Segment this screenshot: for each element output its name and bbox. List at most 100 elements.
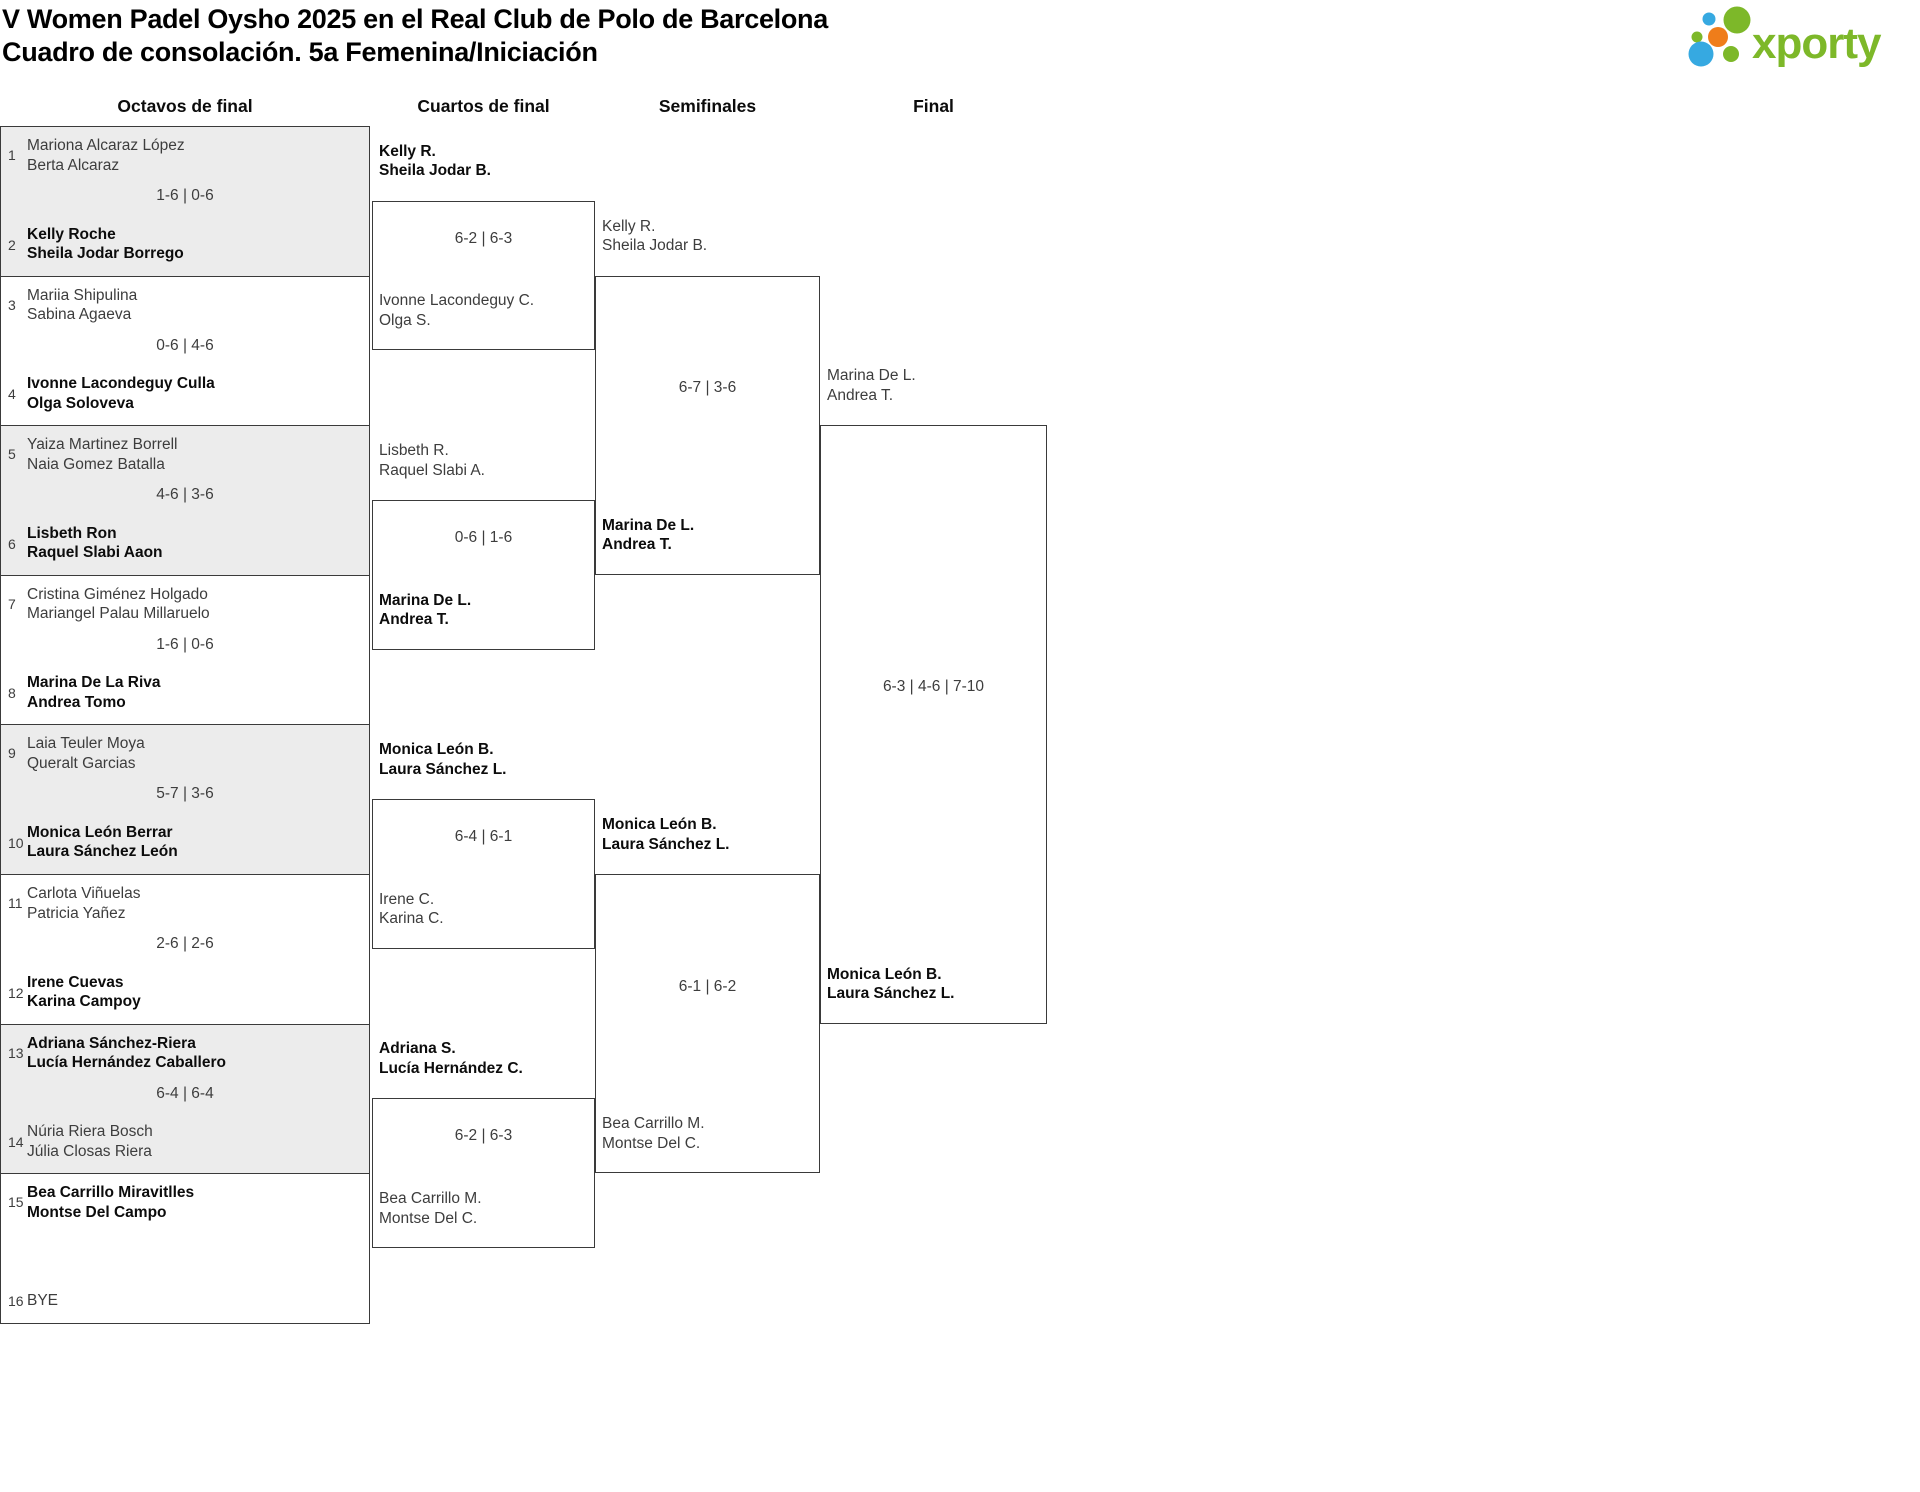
r16-team-15: Bea Carrillo Miravitlles Montse Del Camp… <box>27 1183 194 1222</box>
team-name-line: Raquel Slabi Aaon <box>27 544 163 562</box>
team-name-line: Lucía Hernández Caballero <box>27 1054 226 1072</box>
r16-team-14: Núria Riera Bosch Júlia Closas Riera <box>27 1122 153 1161</box>
team-name-line: Monica León B. <box>379 741 494 759</box>
r16-seed-4: 4 <box>8 386 16 403</box>
qf-match-2-box <box>372 500 595 650</box>
team-name-line: Andrea T. <box>602 536 672 554</box>
team-name-line: Marina De L. <box>827 367 916 385</box>
qf1-top-team: Kelly R. Sheila Jodar B. <box>379 142 491 181</box>
r16-m8-score <box>1 1234 369 1254</box>
team-name-line: Sheila Jodar B. <box>379 162 491 180</box>
qf1-bottom-team: Ivonne Lacondeguy C. Olga S. <box>379 291 534 330</box>
r16-seed-11: 11 <box>8 895 23 911</box>
r16-seed-10: 10 <box>8 834 24 851</box>
r16-team-4: Ivonne Lacondeguy Culla Olga Soloveva <box>27 374 215 413</box>
team-name-line: Irene C. <box>379 890 435 908</box>
team-name-line: Monica León B. <box>827 965 942 983</box>
r16-seed-13: 13 <box>8 1044 24 1061</box>
team-name-line: Mariona Alcaraz López <box>27 137 185 154</box>
r16-seed-9: 9 <box>8 745 16 762</box>
team-name-line: Adriana Sánchez-Riera <box>27 1034 196 1052</box>
team-name-line: Yaiza Martinez Borrell <box>27 436 178 454</box>
team-name-line: Núria Riera Bosch <box>27 1123 153 1141</box>
team-name-line: Olga Soloveva <box>27 394 134 412</box>
r16-seed-2: 2 <box>8 236 16 253</box>
team-name-line: Bea Carrillo M. <box>602 1115 705 1133</box>
r16-seed-6: 6 <box>8 535 16 552</box>
team-name-line: Karina Campoy <box>27 993 141 1011</box>
team-name-line: Kelly Roche <box>27 225 116 243</box>
r16-match-8: 15 Bea Carrillo Miravitlles Montse Del C… <box>0 1173 370 1324</box>
r16-seed-14: 14 <box>8 1134 24 1151</box>
r16-team-10: Monica León Berrar Laura Sánchez León <box>27 823 178 862</box>
qf3-score: 6-4 | 6-1 <box>454 828 513 845</box>
final-match-box <box>820 425 1047 1024</box>
qf4-bottom-team: Bea Carrillo M. Montse Del C. <box>379 1189 482 1228</box>
team-name-line: Carlota Viñuelas <box>27 885 141 902</box>
r16-team-11: Carlota Viñuelas Patricia Yañez <box>27 884 140 923</box>
xporty-logo[interactable]: xporty <box>1686 2 1916 78</box>
team-name-line: Irene Cuevas <box>27 973 124 991</box>
r16-team-5: Yaiza Martinez Borrell Naia Gomez Batall… <box>27 435 177 474</box>
team-name-line: Júlia Closas Riera <box>27 1142 152 1160</box>
team-name-line: Andrea Tomo <box>27 693 126 711</box>
team-name-line: BYE <box>27 1292 59 1310</box>
qf4-score: 6-2 | 6-3 <box>454 1127 513 1145</box>
team-name-line: Karina C. <box>379 910 444 928</box>
r16-team-12: Irene Cuevas Karina Campoy <box>27 973 141 1012</box>
r16-seed-7: 7 <box>8 595 16 612</box>
qf1-score: 6-2 | 6-3 <box>454 229 513 247</box>
team-name-line: Andrea T. <box>379 611 449 629</box>
team-name-line: Patricia Yañez <box>27 904 126 922</box>
r16-team-9: Laia Teuler Moya Queralt Garcias <box>27 734 145 773</box>
r16-seed-3: 3 <box>8 296 16 313</box>
team-name-line: Marina De L. <box>602 516 695 534</box>
r16-team-8: Marina De La Riva Andrea Tomo <box>27 673 161 712</box>
team-name-line: Andrea T. <box>827 386 894 404</box>
team-name-line: Bea Carrillo M. <box>379 1190 482 1207</box>
r16-match-1: 1 Mariona Alcaraz López Berta Alcaraz 1-… <box>0 126 370 277</box>
team-name-line: Laia Teuler Moya <box>27 735 145 753</box>
r16-team-6: Lisbeth Ron Raquel Slabi Aaon <box>27 524 163 563</box>
qf-match-3-box <box>372 799 595 949</box>
team-name-line: Montse Del Campo <box>27 1203 167 1221</box>
sf-match-1-box <box>595 275 820 575</box>
team-name-line: Marina De La Riva <box>27 674 161 692</box>
sf1-bottom-team: Marina De L. Andrea T. <box>602 516 694 555</box>
r16-match-2: 3 Mariia Shipulina Sabina Agaeva 0-6 | 4… <box>0 275 370 427</box>
sf2-bottom-team: Bea Carrillo M. Montse Del C. <box>602 1114 705 1153</box>
logo-wordmark: xporty <box>1752 19 1882 68</box>
r16-team-3: Mariia Shipulina Sabina Agaeva <box>27 286 137 325</box>
sf2-top-team: Monica León B. Laura Sánchez L. <box>602 815 729 854</box>
qf-match-4-box <box>372 1098 595 1248</box>
team-name-line: Sheila Jodar Borrego <box>27 245 184 263</box>
page-title: V Women Padel Oysho 2025 en el Real Club… <box>2 3 828 69</box>
team-name-line: Raquel Slabi A. <box>379 461 485 479</box>
r16-seed-12: 12 <box>8 984 24 1001</box>
team-name-line: Lisbeth R. <box>379 442 449 459</box>
r16-seed-15: 15 <box>8 1194 24 1211</box>
team-name-line: Laura Sánchez León <box>27 843 178 861</box>
team-name-line: Marina De L. <box>379 591 472 609</box>
sf-match-2-box <box>595 874 820 1174</box>
r16-m7-score: 6-4 | 6-4 <box>156 1084 214 1102</box>
r16-match-6: 11 Carlota Viñuelas Patricia Yañez 2-6 |… <box>0 874 370 1025</box>
title-line-2: Cuadro de consolación. 5a Femenina/Inici… <box>2 37 598 67</box>
team-name-line: Kelly R. <box>602 217 656 235</box>
title-line-1: V Women Padel Oysho 2025 en el Real Club… <box>2 4 828 34</box>
team-name-line: Kelly R. <box>379 142 436 160</box>
team-name-line: Monica León B. <box>602 816 717 833</box>
r16-seed-1: 1 <box>8 147 16 163</box>
qf-match-1-box <box>372 200 595 351</box>
team-name-line: Bea Carrillo Miravitlles <box>27 1184 195 1202</box>
team-name-line: Monica León Berrar <box>27 823 173 841</box>
sf1-score: 6-7 | 3-6 <box>678 379 737 397</box>
team-name-line: Adriana S. <box>379 1040 456 1058</box>
r16-m2-score: 0-6 | 4-6 <box>156 336 214 354</box>
team-name-line: Ivonne Lacondeguy C. <box>379 292 535 310</box>
team-name-line: Mariangel Palau Millaruelo <box>27 605 210 623</box>
team-name-line: Montse Del C. <box>602 1134 701 1152</box>
qf4-top-team: Adriana S. Lucía Hernández C. <box>379 1039 523 1078</box>
sf2-score: 6-1 | 6-2 <box>678 977 737 995</box>
